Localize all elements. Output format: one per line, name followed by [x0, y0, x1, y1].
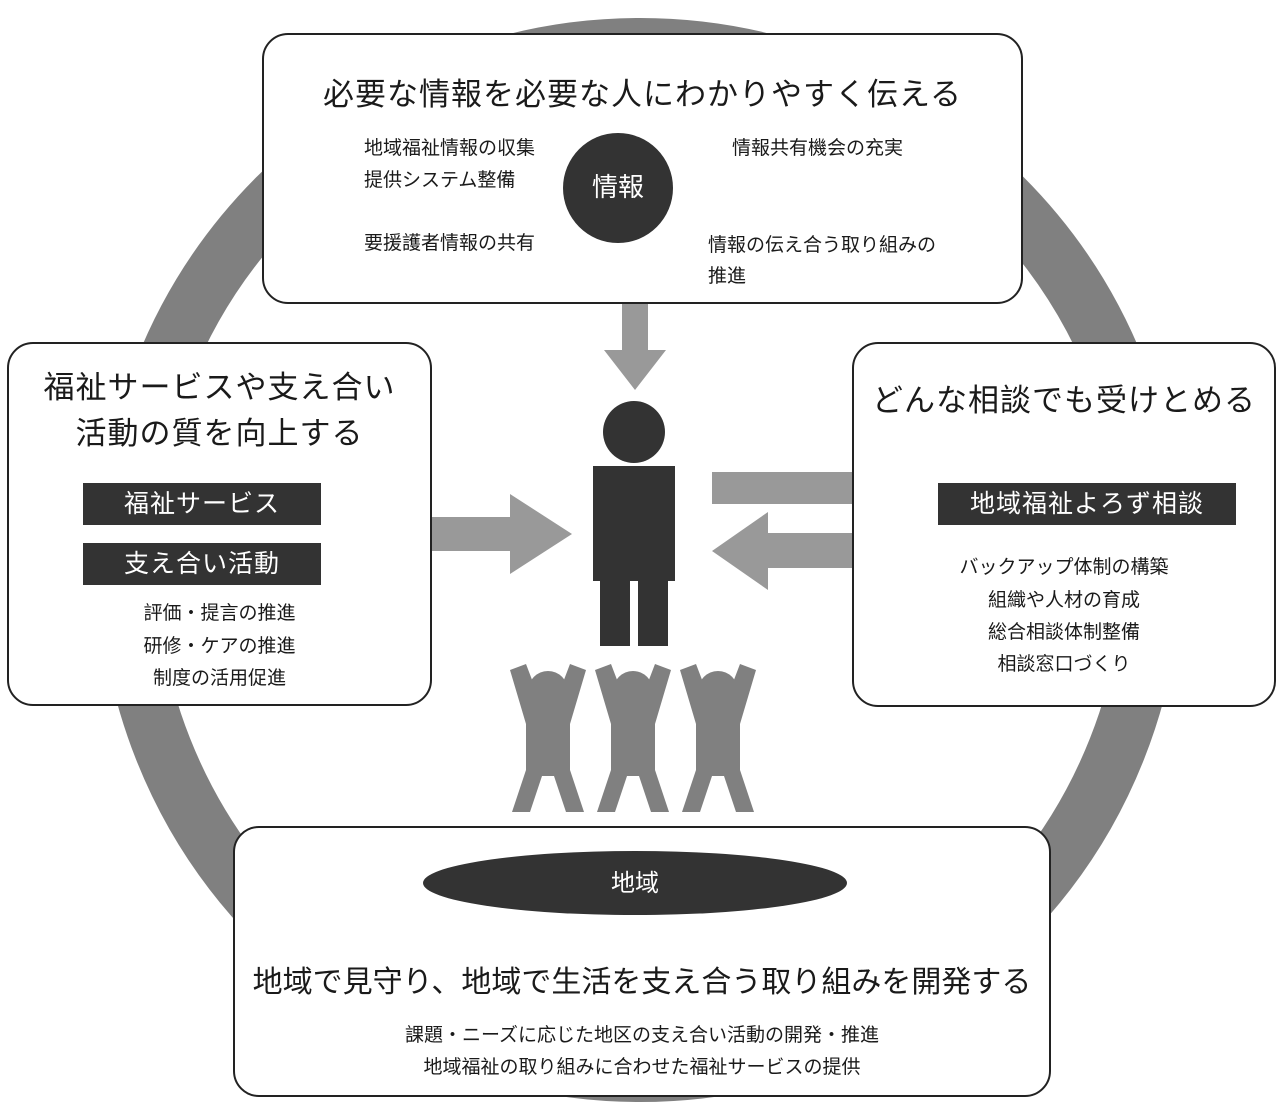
service-item-training: 研修・ケアの推進: [143, 635, 296, 657]
service-item-system-use: 制度の活用促進: [152, 667, 286, 689]
info-item-system: 提供システム整備: [364, 169, 516, 191]
community-panel-title: 地域で見守り、地域で生活を支え合う取り組みを開発する: [252, 965, 1032, 1000]
community-badge-label: 地域: [611, 869, 659, 897]
service-label-mutual: 支え合い活動: [83, 543, 321, 585]
person-figure: [593, 401, 675, 646]
community-panel: 地域 地域で見守り、地域で生活を支え合う取り組みを開発する 課題・ニーズに応じた…: [233, 826, 1051, 1097]
consult-item-window: 相談窓口づくり: [997, 653, 1131, 675]
consult-panel: どんな相談でも受けとめる 地域福祉よろず相談 バックアップ体制の構築 組織や人材…: [852, 342, 1276, 707]
info-panel-title: 必要な情報を必要な人にわかりやすく伝える: [322, 77, 963, 113]
community-badge: 地域: [423, 851, 847, 915]
service-label-welfare: 福祉サービス: [83, 483, 321, 525]
info-item-share-opportunity: 情報共有機会の充実: [732, 137, 904, 159]
consult-item-backup: バックアップ体制の構築: [959, 556, 1169, 578]
service-item-evaluation: 評価・提言の推進: [143, 602, 296, 624]
info-item-needy-info: 要援護者情報の共有: [364, 232, 536, 254]
service-panel-title-line1: 福祉サービスや支え合い: [43, 370, 396, 406]
info-item-collect: 地域福祉情報の収集: [364, 137, 536, 159]
arrow-info-to-person: [604, 278, 666, 390]
info-badge-label: 情報: [591, 173, 644, 203]
service-panel: 福祉サービスや支え合い 活動の質を向上する 福祉サービス 支え合い活動 評価・提…: [7, 342, 432, 706]
arrow-service-to-person: [375, 494, 572, 574]
info-panel: 必要な情報を必要な人にわかりやすく伝える 地域福祉情報の収集 提供システム整備 …: [262, 33, 1023, 304]
community-item-develop: 課題・ニーズに応じた地区の支え合い活動の開発・推進: [404, 1024, 880, 1046]
info-item-promote: 推進: [708, 265, 747, 287]
info-badge: 情報: [563, 133, 673, 243]
consult-item-organization: 組織や人材の育成: [987, 589, 1140, 611]
community-people: [510, 664, 756, 812]
consult-label: 地域福祉よろず相談: [938, 483, 1236, 525]
consult-item-general: 総合相談体制整備: [987, 621, 1140, 643]
info-item-communicate: 情報の伝え合う取り組みの: [708, 234, 937, 256]
service-panel-title-line2: 活動の質を向上する: [75, 416, 364, 452]
arrow-consult-to-person: [712, 512, 910, 590]
consult-panel-title: どんな相談でも受けとめる: [872, 383, 1256, 419]
community-item-service: 地域福祉の取り組みに合わせた福祉サービスの提供: [423, 1056, 861, 1078]
